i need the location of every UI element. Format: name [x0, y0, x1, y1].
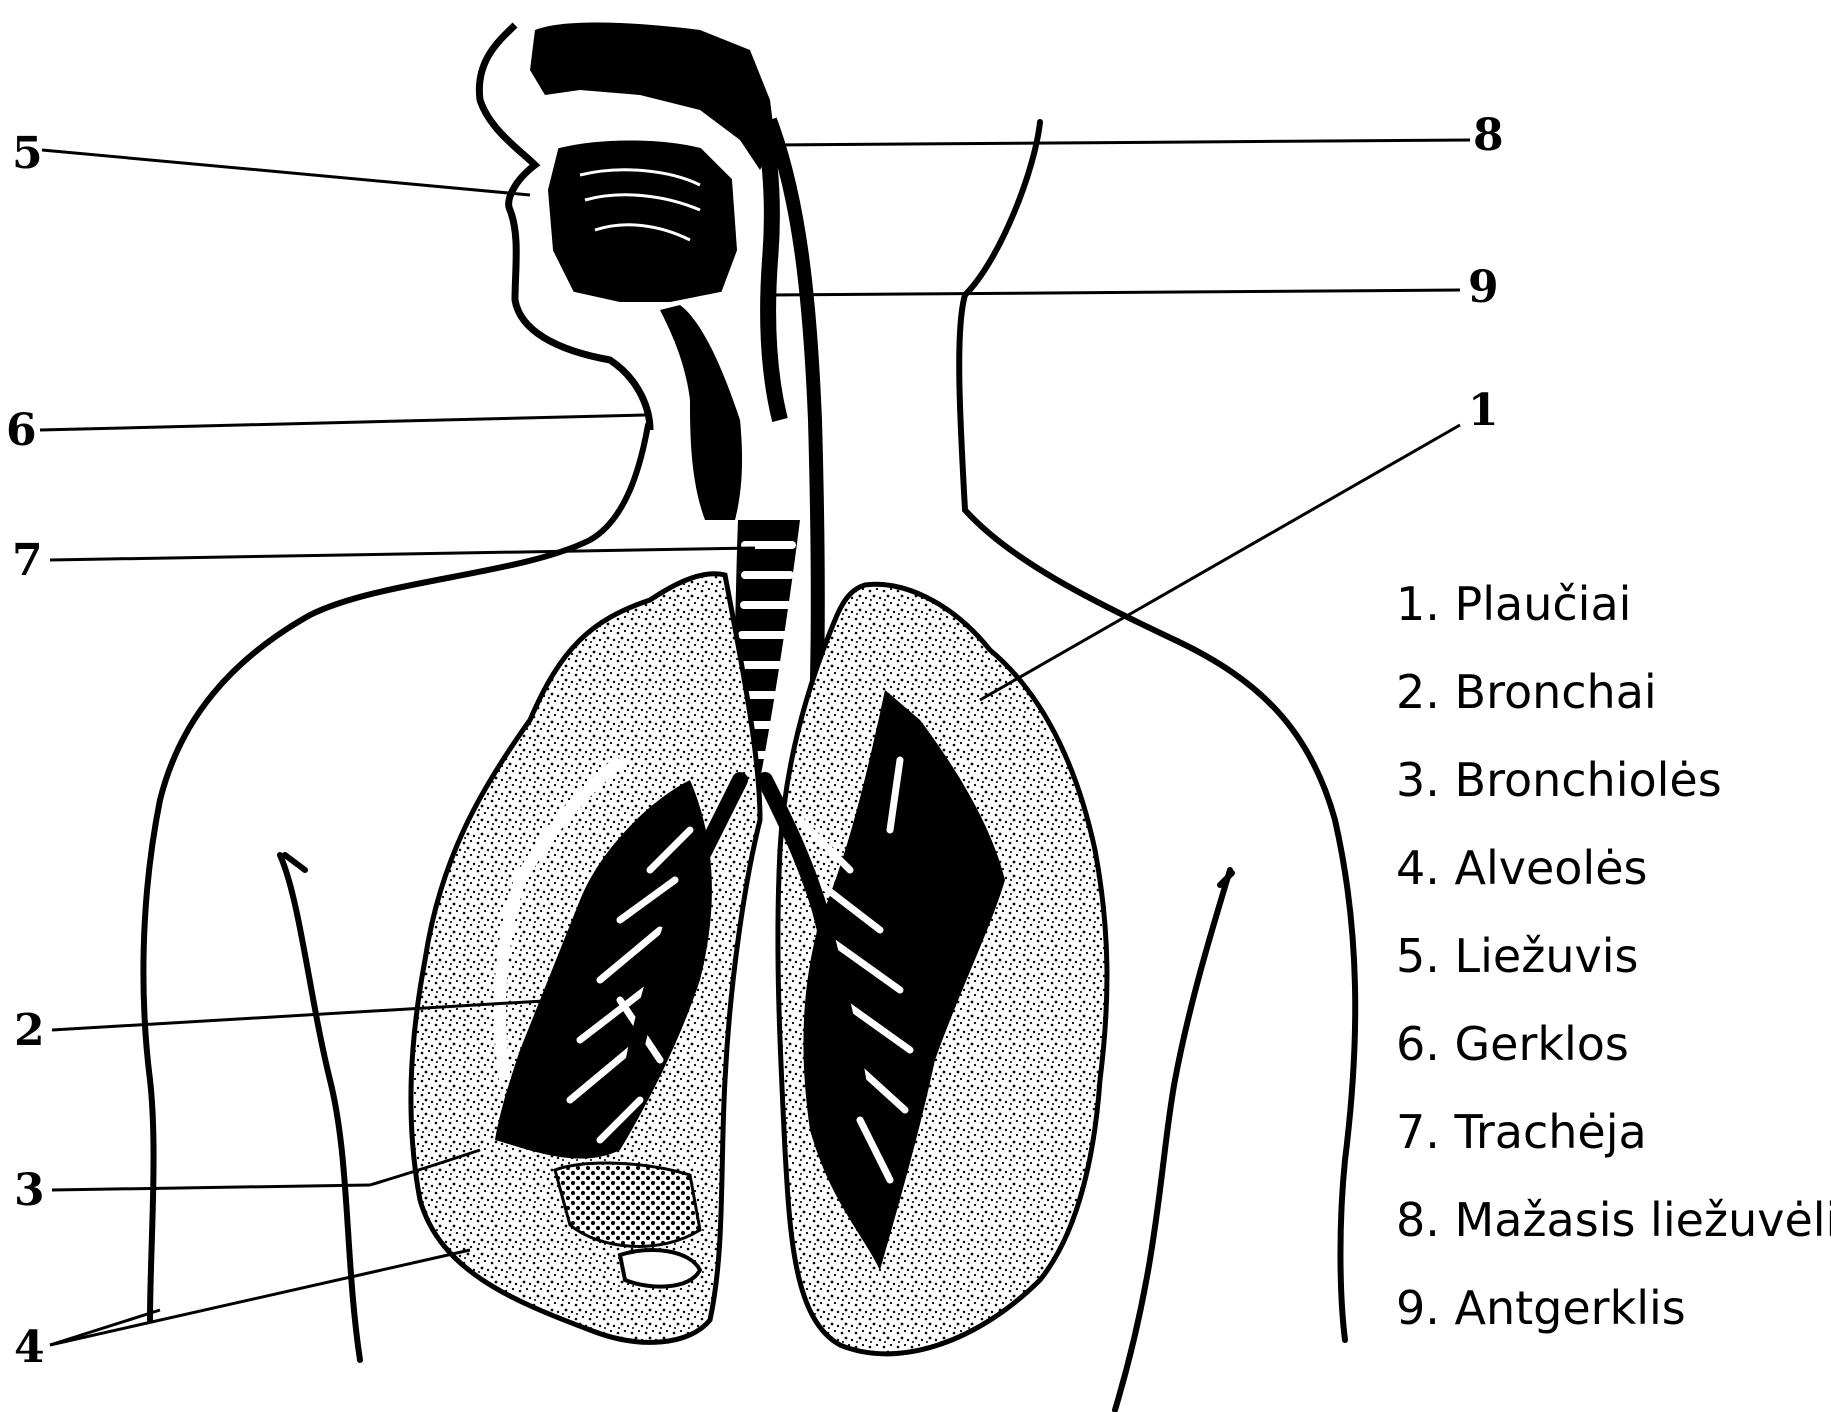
left-lung: [411, 574, 760, 1343]
legend-item: 8. Mažasis liežuvėlis: [1396, 1176, 1831, 1264]
legend-item: 5. Liežuvis: [1396, 912, 1831, 1000]
leader-line-6: [40, 415, 645, 430]
callout-number-8: 8: [1473, 110, 1504, 161]
legend-item: 7. Trachėja: [1396, 1088, 1831, 1176]
head-section: [479, 23, 780, 521]
leader-line-4a: [50, 1250, 470, 1345]
callout-number-5: 5: [12, 128, 43, 179]
leader-line-1: [980, 425, 1460, 700]
leader-line-5: [42, 150, 530, 195]
legend-item: 9. Antgerklis: [1396, 1264, 1831, 1352]
callout-number-1: 1: [1468, 385, 1499, 436]
callout-number-3: 3: [14, 1165, 45, 1216]
leader-line-7: [50, 548, 755, 560]
callout-number-9: 9: [1468, 262, 1499, 313]
legend-list: 1. Plaučiai 2. Bronchai 3. Bronchiolės 4…: [1396, 560, 1831, 1352]
leader-line-9: [770, 290, 1460, 295]
leader-line-4b: [50, 1310, 160, 1345]
leader-line-3: [52, 1185, 370, 1190]
legend-item: 4. Alveolės: [1396, 824, 1831, 912]
leader-line-8: [770, 140, 1470, 145]
legend-item: 2. Bronchai: [1396, 648, 1831, 736]
callout-number-7: 7: [12, 535, 43, 586]
callout-number-6: 6: [6, 405, 37, 456]
callout-number-4: 4: [14, 1322, 45, 1373]
legend-item: 1. Plaučiai: [1396, 560, 1831, 648]
legend-item: 3. Bronchiolės: [1396, 736, 1831, 824]
legend-item: 6. Gerklos: [1396, 1000, 1831, 1088]
callout-number-2: 2: [14, 1005, 45, 1056]
